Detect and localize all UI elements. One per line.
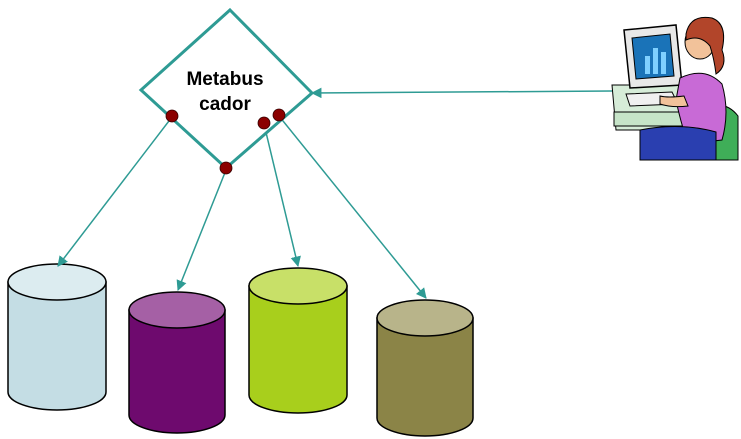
database-icon-1 (7, 263, 107, 411)
database-icon-4 (376, 299, 474, 437)
database-icon-2 (128, 291, 226, 434)
connector-dots (165, 108, 286, 175)
arrow-user-to-metasearch (310, 87, 613, 99)
database-icon-3 (248, 267, 348, 414)
metasearch-node: Metabus cador (138, 7, 315, 171)
metasearch-label-line1: Metabus (186, 69, 263, 90)
connector-dot (219, 161, 233, 175)
connector-dot (257, 116, 271, 130)
connector-dot (272, 108, 286, 122)
connector-dot (165, 109, 179, 123)
arrow-to-db1 (57, 116, 173, 267)
arrow-to-db3 (263, 123, 301, 268)
arrow-to-db4 (278, 115, 427, 299)
metasearch-label-line2: cador (199, 94, 251, 115)
user-at-computer-icon (611, 16, 739, 161)
query-arrows (57, 87, 613, 299)
arrow-to-db2 (176, 169, 227, 291)
